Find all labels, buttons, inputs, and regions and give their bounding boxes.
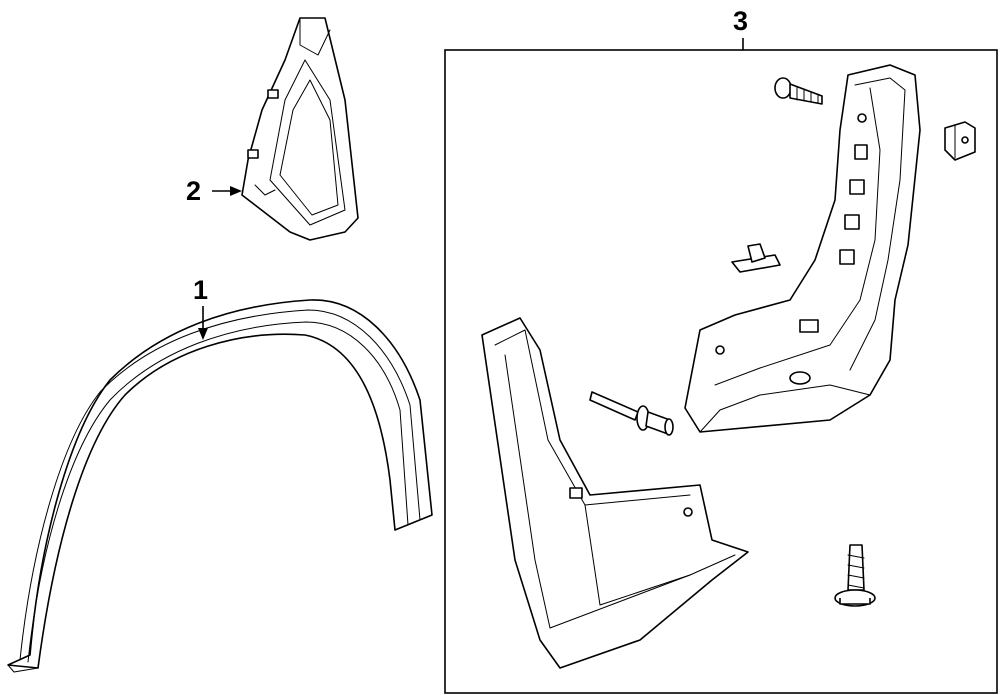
splash-bracket	[241, 17, 359, 241]
push-rivet-fastener	[589, 391, 674, 436]
wheel-arch-molding	[7, 299, 433, 673]
screw-fastener-top	[774, 77, 823, 105]
clip-fastener	[944, 121, 976, 161]
callout-label-2: 2	[186, 176, 202, 206]
bolt-fastener-bottom	[834, 544, 876, 607]
callout-label-1: 1	[193, 275, 209, 305]
retainer-fastener	[731, 243, 781, 273]
callout-2-arrowhead	[230, 186, 242, 196]
mud-flap-rear	[684, 64, 921, 433]
callout-label-3: 3	[733, 6, 749, 36]
part-3-group-box	[444, 49, 998, 694]
callout-1-arrowhead	[198, 328, 208, 340]
mud-flap-large	[481, 317, 749, 669]
